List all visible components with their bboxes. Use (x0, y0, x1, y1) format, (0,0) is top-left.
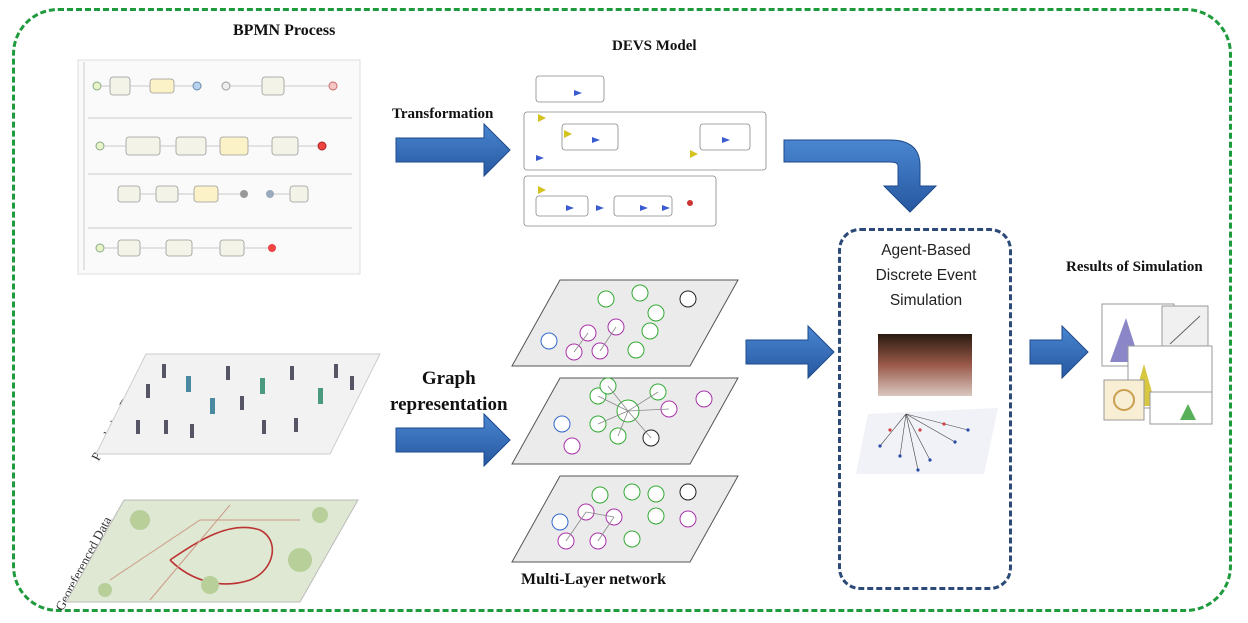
abm-line3: Simulation (889, 292, 963, 309)
multi-layer-network (511, 279, 739, 563)
multi-layer-network-title: Multi-Layer network (521, 571, 667, 588)
devs-model-diagram (523, 75, 767, 227)
graph-arrow (395, 412, 511, 468)
abm-simulation-box (838, 228, 1012, 590)
abm-line1: Agent-Based (881, 242, 971, 259)
results-charts-image (1101, 303, 1213, 425)
abm-line2: Discrete Event (875, 267, 977, 284)
outer-dashed-frame (12, 8, 1232, 612)
graph-representation-label: Graph representation (390, 366, 508, 418)
bpmn-process-title: BPMN Process (233, 22, 336, 39)
devs-model-title: DEVS Model (612, 38, 697, 54)
abm-to-results-arrow (1029, 324, 1089, 380)
bpmn-process-diagram (77, 59, 361, 275)
network-to-abm-arrow (745, 324, 835, 380)
graph-label-line1: Graph (421, 368, 476, 389)
devs-to-abm-arrow (783, 139, 938, 213)
population-data-image (95, 353, 381, 455)
graph-label-line2: representation (390, 394, 508, 415)
results-title: Results of Simulation (1066, 259, 1203, 275)
simulation-visual (856, 334, 998, 474)
transformation-label: Transformation (392, 106, 494, 122)
abm-simulation-label: Agent-Based Discrete Event Simulation (848, 238, 1004, 313)
transformation-arrow (395, 122, 511, 178)
flow-arrows (395, 122, 1089, 468)
georeferenced-map-image (65, 499, 359, 603)
